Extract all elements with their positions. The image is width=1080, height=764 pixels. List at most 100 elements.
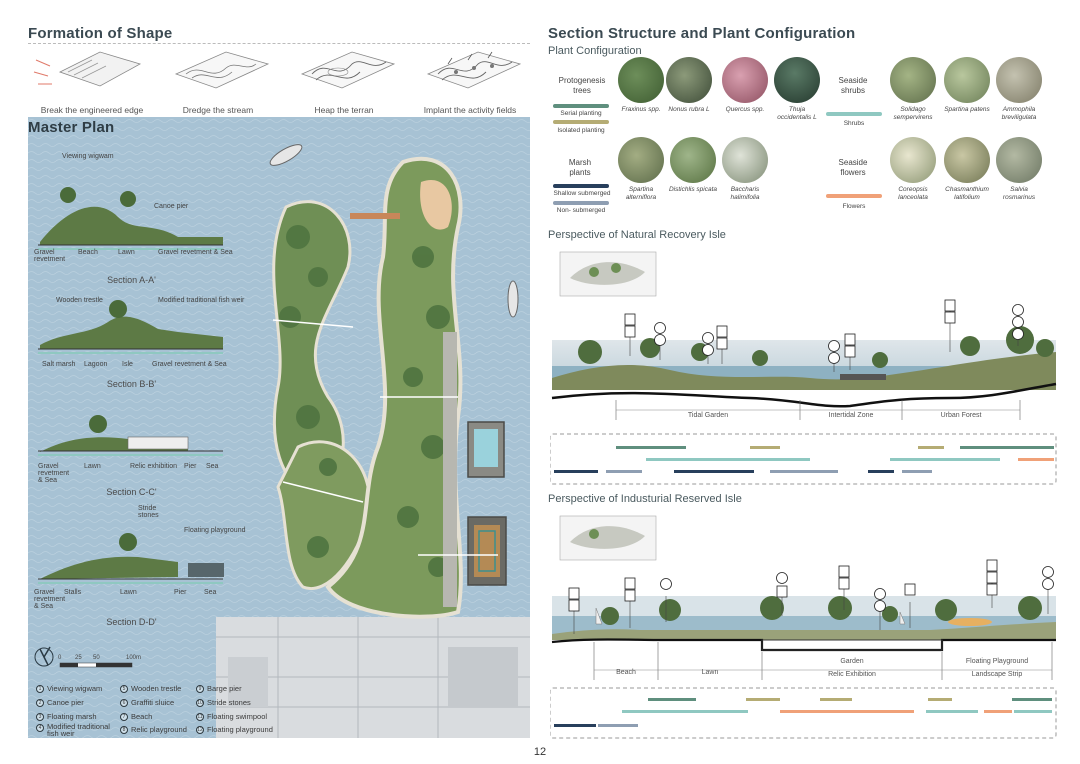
industrial-isle-title: Perspective of Industurial Reserved Isle [548, 493, 742, 505]
zone-floating-playground: Floating Playground [965, 658, 1029, 665]
section-dd-drawing [38, 533, 224, 584]
natural-isle-drawing [550, 251, 1057, 485]
plant-baccharis-name: Baccharis halimifolia [730, 186, 760, 201]
scale-label-50: 50 [93, 655, 100, 661]
shallow-submerged-bar [553, 184, 609, 188]
zone-beach: Beach [616, 669, 636, 676]
legend-number: 2 [36, 699, 44, 707]
section-cc-bottom-label-5: Sea [206, 463, 219, 470]
plant-spartina-patens: Spartina patens [942, 57, 992, 114]
scale-label-100: 100m [126, 655, 142, 661]
plant-spartina-patens-name: Spartina patens [944, 106, 990, 113]
section-cc-bottom-label-3: Relic exhibition [130, 463, 178, 470]
isolated-planting-label: Isolated planting [557, 127, 605, 134]
legend-number: 6 [120, 699, 128, 707]
zone-lawn: Lawn [701, 669, 719, 676]
legend-number: 1 [36, 685, 44, 693]
plant-coreopsis: Coreopsis lanceolata [888, 137, 938, 202]
legend-number: 10 [196, 699, 204, 707]
formation-step-label: Heap the terran [314, 105, 374, 115]
section-dd-top-label-2: Floating playground [184, 527, 246, 534]
zone-relic-exhibition: Relic Exhibition [828, 671, 876, 678]
section-cc-bottom-label-4: Pier [184, 463, 197, 470]
formation-step-label: Dredge the stream [182, 105, 254, 115]
legend-number: 3 [36, 713, 44, 721]
non-submerged-bar [553, 201, 609, 205]
scale-label-0: 0 [58, 655, 62, 661]
legend-label: Modified traditional fish weir [47, 722, 110, 738]
serial-planting-label: Serial planting [560, 110, 602, 117]
section-bb-bottom-label-1: Salt marsh [42, 361, 76, 368]
legend-label: Floating marsh [47, 712, 97, 721]
plant-salvia: Salvia rosmarinus [994, 137, 1044, 202]
legend-label: Graffiti sluice [131, 698, 175, 707]
page-number: 12 [533, 746, 547, 758]
industrial-isle-perspective: Beach Lawn Garden Floating Playground Re… [550, 512, 1058, 742]
legend-number: 11 [196, 713, 204, 721]
formation-step-2: Dredge the stream [156, 42, 280, 117]
category-marsh: Marsh plants [568, 158, 592, 177]
plant-quercus-name: Quercus spp. [725, 106, 765, 113]
plant-config-title: Plant Configuration [548, 45, 642, 57]
plant-ammophila: Ammophila breviligulata [994, 57, 1044, 122]
section-aa-bottom-label-1: Gravel revetment [34, 249, 66, 263]
category-seaside-flowers: Seaside flowers [838, 158, 868, 177]
plant-solidago: Solidago sempervirens [888, 57, 938, 122]
natural-isle-title: Perspective of Natural Recovery Isle [548, 229, 726, 241]
plant-thuja: Thuja occidentalis L [772, 57, 822, 122]
zone-tidal-garden: Tidal Garden [687, 412, 729, 419]
formation-step-label: Break the engineered edge [40, 105, 144, 115]
plant-solidago-name: Solidago sempervirens [893, 106, 933, 121]
legend-number: 5 [120, 685, 128, 693]
section-bb-title: Section B-B' [106, 379, 157, 389]
section-dd-top-label-1: Stride stones [138, 505, 159, 519]
master-plan-title: Master Plan [28, 119, 115, 136]
formation-divider [28, 43, 530, 44]
section-aa-title: Section A-A' [107, 275, 156, 285]
section-dd-bottom-label-4: Pier [174, 589, 187, 596]
zone-garden: Garden [840, 658, 864, 665]
section-dd-title: Section D-D' [106, 617, 157, 627]
plant-fraxinus: Fraxinus spp. [616, 57, 666, 114]
section-cc-bottom-label-1: Gravel revetment & Sea [38, 463, 70, 484]
formation-step-4: Implant the activity fields [408, 42, 532, 117]
section-aa-top-label-2: Canoe pier [154, 203, 189, 210]
plant-thuja-name: Thuja occidentalis L [777, 106, 817, 121]
legend-label: Viewing wigwam [47, 684, 103, 693]
legend-number: 8 [120, 726, 128, 734]
plant-spartina-alterniflora-name: Spartina alterniflora [625, 186, 657, 201]
legend-label: Wooden trestle [131, 684, 182, 693]
legend-label: Relic playground [131, 725, 187, 734]
section-dd-bottom-label-3: Lawn [120, 589, 137, 596]
legend-number: 12 [196, 726, 204, 734]
master-plan: Master Plan Viewing wigwam Canoe pier Gr… [28, 117, 530, 738]
formation-title: Formation of Shape [28, 25, 173, 42]
zone-intertidal: Intertidal Zone [828, 412, 874, 419]
legend-label: Stride stones [207, 698, 251, 707]
section-cc-title: Section C-C' [106, 487, 157, 497]
formation-step-label: Implant the activity fields [423, 105, 517, 115]
section-aa-bottom-label-2: Beach [78, 249, 98, 256]
non-submerged-label: Non- submerged [556, 207, 606, 214]
plant-nonus: Nonus rubra L [664, 57, 714, 114]
flowers-label: Flowers [842, 203, 866, 210]
plant-coreopsis-name: Coreopsis lanceolata [898, 186, 928, 201]
section-bb-bottom-label-3: Isle [122, 361, 133, 368]
formation-step-3: Heap the terran [282, 42, 406, 117]
section-bb-bottom-label-4: Gravel revetment & Sea [152, 361, 227, 368]
section-dd-bottom-label-5: Sea [204, 589, 217, 596]
section-cc-drawing [38, 415, 223, 456]
section-structure-title: Section Structure and Plant Configuratio… [548, 25, 856, 42]
legend-label: Floating playground [207, 725, 273, 734]
section-bb-bottom-label-2: Lagoon [84, 361, 108, 368]
section-aa-drawing [38, 187, 223, 250]
category-protogenesis: Protogenesis trees [558, 76, 606, 95]
section-dd-bottom-label-1: Gravel revetment & Sea [34, 589, 66, 610]
